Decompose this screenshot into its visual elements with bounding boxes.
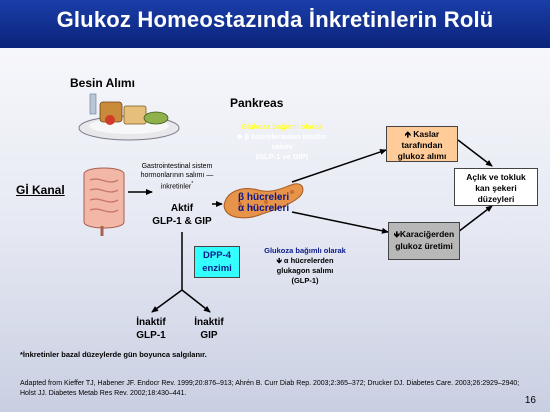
gi-hormones-line-3: inkretinler* [134,180,220,191]
beta-cells-label: β hücreleri [238,192,290,203]
arrow-liver-to-glucose [457,205,493,233]
glucose-box-line-1: Açlık ve tokluk [466,172,526,182]
incretins-word: inkretinler [160,183,192,191]
insulin-note-line-4: (GLP-1 ve GIP) [255,152,309,161]
active-incretins-label: Aktif GLP-1 & GIP [140,202,224,228]
muscle-box-line-3: glukoz alımı [397,151,447,161]
muscle-box-line-1: 🡹 Kaslar [404,129,440,139]
arrow-to-inactive-glp [151,289,183,313]
glucagon-note-line-1: Glukoza bağımlı olarak [264,246,346,255]
gi-hormones-line-2: hormonlarının salımı — [140,172,214,179]
liver-box-line-2: glukoz üretimi [395,241,453,251]
insulin-note-line-3: salımı [271,142,293,151]
inactive-glp1-line-1: İnaktif [136,317,166,328]
glucose-box-line-2: kan şekeri [475,183,517,193]
arrow-pancreas-to-muscle [291,149,387,183]
citation: Adapted from Kieffer TJ, Habener JF. End… [20,380,520,397]
gi-hormones-note: Gastrointestinal sistem hormonlarının sa… [134,162,220,191]
inactive-gip-line-1: İnaktif [194,317,224,328]
pancreas-icon [223,183,304,219]
gi-tract-label: Gİ Kanal [16,183,65,197]
dpp4-box-line-2: enzimi [202,263,232,274]
blood-glucose-levels-box: Açlık ve tokluk kan şekeri düzeyleri [454,168,538,206]
glucagon-note-line-4: (GLP-1) [291,276,319,285]
active-label-line-2: GLP-1 & GIP [152,216,212,227]
liver-glucose-production-box: 🡻Karaciğerden glukoz üretimi [388,222,460,260]
arrow-to-inactive-gip [181,289,211,313]
dpp4-enzyme-box: DPP-4 enzimi [194,246,240,278]
insulin-note-line-1: Glukoza bağımlı olarak [241,122,323,131]
glucose-box-line-3: düzeyleri [477,194,515,204]
active-label-line-1: Aktif [170,203,194,214]
insulin-note-line-2: 🡹 β hücrelerinden insülin [237,132,327,141]
arrow-muscle-to-glucose [457,139,493,167]
inactive-glp1-label: İnaktif GLP-1 [126,316,176,342]
title-bar [0,0,550,48]
gi-hormones-line-1: Gastrointestinal sistem [141,163,213,170]
muscle-glucose-uptake-box: 🡹 Kaslar tarafından glukoz alımı [386,126,458,162]
muscle-box-line-2: tarafından [401,140,443,150]
dpp4-box-line-1: DPP-4 [203,250,231,261]
glucagon-effect-note: Glukoza bağımlı olarak 🡻 α hücrelerden g… [246,246,364,286]
footnote: *İnkretinler bazal düzeylerde gün boyunc… [20,350,207,359]
pancreas-cells-label: β hücreleri α hücreleri [238,192,289,214]
intestine-icon [83,167,125,236]
arrow-pancreas-to-liver [291,211,389,234]
pancreas-label: Pankreas [230,96,284,110]
footnote-marker: * [191,181,194,187]
page-number: 16 [524,395,536,406]
inactive-gip-line-2: GIP [200,330,218,341]
slide-title: Glukoz Homeostazında İnkretinlerin Rolü [56,7,494,32]
insulin-effect-note: Glukoza bağımlı olarak 🡹 β hücrelerinden… [224,122,340,162]
alpha-cells-label: α hücreleri [238,203,290,214]
inactive-gip-label: İnaktif GIP [184,316,234,342]
food-plate-icon [78,93,180,141]
inactive-glp1-line-2: GLP-1 [136,330,166,341]
glucagon-note-line-2: 🡻 α hücrelerden [276,256,334,265]
glucagon-note-line-3: glukagon salımı [276,266,334,275]
food-intake-label: Besin Alımı [70,76,135,90]
liver-box-line-1: 🡻Karaciğerden [393,229,455,239]
